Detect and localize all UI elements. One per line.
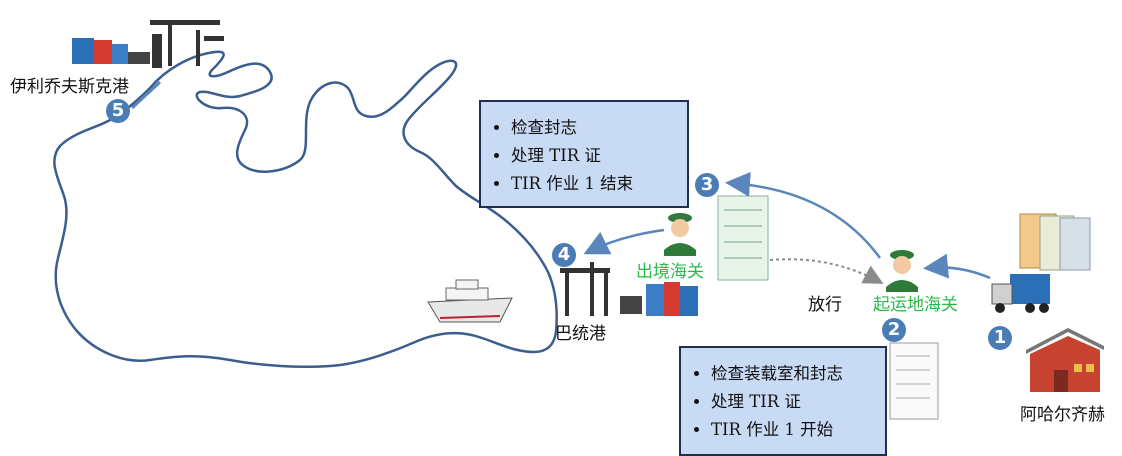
officer-icon-exit (664, 213, 696, 256)
callout-exit-checks: 检查封志 处理 TIR 证 TIR 作业 1 结束 (479, 100, 689, 208)
step-badge-4: 4 (552, 243, 576, 267)
step-badge-5: 5 (106, 99, 130, 123)
container-port-icon (72, 20, 224, 68)
departure-customs-label: 起运地海关 (873, 295, 958, 315)
step-badge-3: 3 (695, 173, 719, 197)
step-badge-2: 2 (882, 318, 906, 342)
callout-departure-item: 检查装载室和封志 (711, 360, 875, 388)
release-label: 放行 (808, 295, 842, 315)
tir-carnet-icon (717, 195, 769, 281)
origin-label: 阿哈尔齐赫 (1020, 405, 1105, 425)
document-icon (889, 342, 939, 420)
sea-outline (53, 50, 558, 368)
callout-departure-item: 处理 TIR 证 (711, 388, 875, 416)
arrow-departure-to-3 (725, 171, 882, 259)
documents-stack-icon (1019, 213, 1091, 271)
callout-departure-checks: 检查装载室和封志 处理 TIR 证 TIR 作业 1 开始 (679, 346, 887, 456)
container-port-icon-2 (560, 262, 698, 316)
port-label-varna: 巴统港 (555, 324, 606, 344)
callout-exit-item: TIR 作业 1 结束 (511, 170, 677, 198)
port-label-iliichevsk: 伊利乔夫斯克港 (10, 77, 129, 97)
arrow-release-dotted (769, 258, 884, 284)
arrow-truck-to-departure (923, 253, 991, 280)
truck-icon (991, 274, 1050, 313)
warehouse-icon (1026, 328, 1104, 392)
exit-customs-label: 出境海关 (636, 262, 704, 282)
officer-icon-departure (886, 250, 918, 292)
callout-exit-item: 检查封志 (511, 114, 677, 142)
callout-departure-item: TIR 作业 1 开始 (711, 416, 875, 444)
callout-exit-item: 处理 TIR 证 (511, 142, 677, 170)
step-badge-1: 1 (988, 326, 1012, 350)
arrow-exit-to-4 (583, 228, 665, 255)
route-5-line (130, 80, 162, 110)
ship-icon (427, 279, 513, 323)
